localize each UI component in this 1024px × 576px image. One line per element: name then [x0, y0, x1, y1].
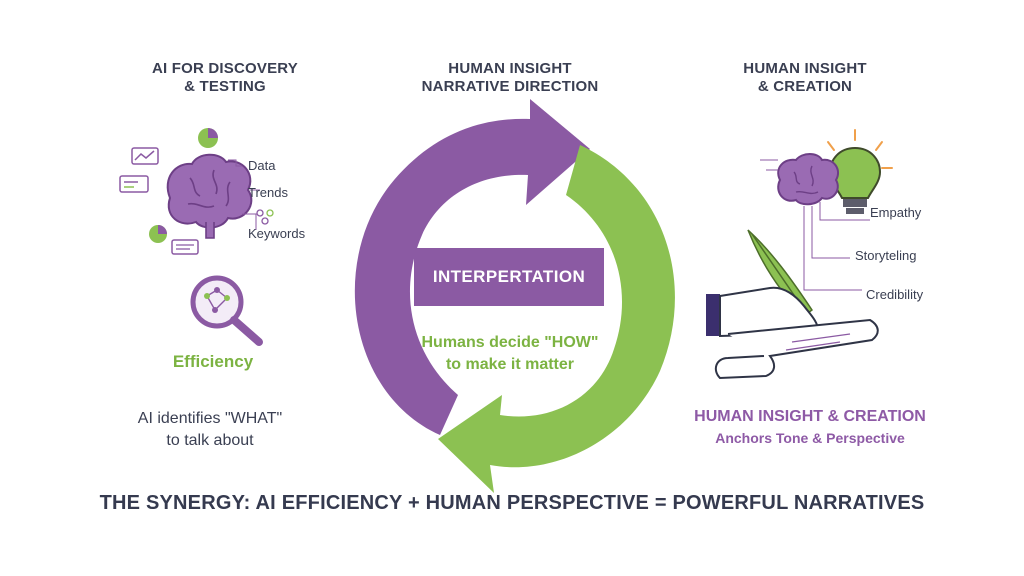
- center-title-line1: HUMAN INSIGHT: [448, 60, 572, 77]
- label-trends: Trends: [248, 185, 288, 200]
- list-card-icon: [171, 239, 199, 255]
- right-caption-line2: Anchors Tone & Perspective: [715, 430, 905, 446]
- label-credibility: Credibility: [866, 287, 924, 302]
- left-note-line2: to talk about: [166, 432, 254, 449]
- pie-chart-icon: [198, 128, 218, 148]
- ai-brain-illustration: [119, 128, 274, 255]
- left-title-line1: AI FOR DISCOVERY: [152, 60, 298, 77]
- efficiency-label: Efficiency: [172, 352, 254, 371]
- brain-icon: [166, 153, 253, 239]
- green-cycle-arrow: [438, 145, 675, 493]
- cycle-arrow-icon: [354, 99, 675, 493]
- magnifier-icon: [190, 275, 263, 346]
- right-title-line2: & CREATION: [757, 78, 853, 95]
- label-storyteling: Storyteling: [855, 248, 917, 263]
- scroll-icon: [714, 318, 879, 380]
- label-empathy: Empathy: [870, 205, 922, 220]
- right-column-title: HUMAN INSIGHT & CREATION: [720, 60, 890, 96]
- center-title-line2: NARRATIVE DIRECTION: [421, 78, 599, 95]
- left-title-line2: & TESTING: [184, 78, 266, 95]
- center-note-line1: Humans decide "HOW": [421, 334, 599, 351]
- purple-cycle-arrow: [354, 99, 590, 435]
- left-note: AI identifies "WHAT" to talk about: [110, 408, 310, 452]
- label-data: Data: [248, 158, 276, 173]
- chart-card-icon: [119, 175, 149, 193]
- brain-icon: [777, 153, 840, 206]
- creation-illustration: [706, 129, 893, 380]
- hand-icon: [706, 286, 820, 338]
- right-caption-line1: HUMAN INSIGHT & CREATION: [694, 408, 926, 425]
- right-caption: HUMAN INSIGHT & CREATION Anchors Tone & …: [690, 406, 930, 448]
- center-note-line2: to make it matter: [445, 356, 575, 373]
- keyword-dots-icon: [256, 209, 274, 225]
- label-keywords: Keywords: [248, 226, 306, 241]
- left-column-title: AI FOR DISCOVERY & TESTING: [135, 60, 315, 96]
- left-note-line1: AI identifies "WHAT": [137, 410, 283, 427]
- interpretation-box: INTERPERTATION: [414, 248, 604, 306]
- right-title-line1: HUMAN INSIGHT: [743, 60, 867, 77]
- pie-chart-icon: [149, 225, 167, 243]
- center-note: Humans decide "HOW" to make it matter: [400, 332, 620, 376]
- synergy-statement: THE SYNERGY: AI EFFICIENCY + HUMAN PERSP…: [99, 492, 925, 514]
- line-chart-icon: [131, 147, 159, 165]
- center-column-title: HUMAN INSIGHT NARRATIVE DIRECTION: [400, 60, 620, 96]
